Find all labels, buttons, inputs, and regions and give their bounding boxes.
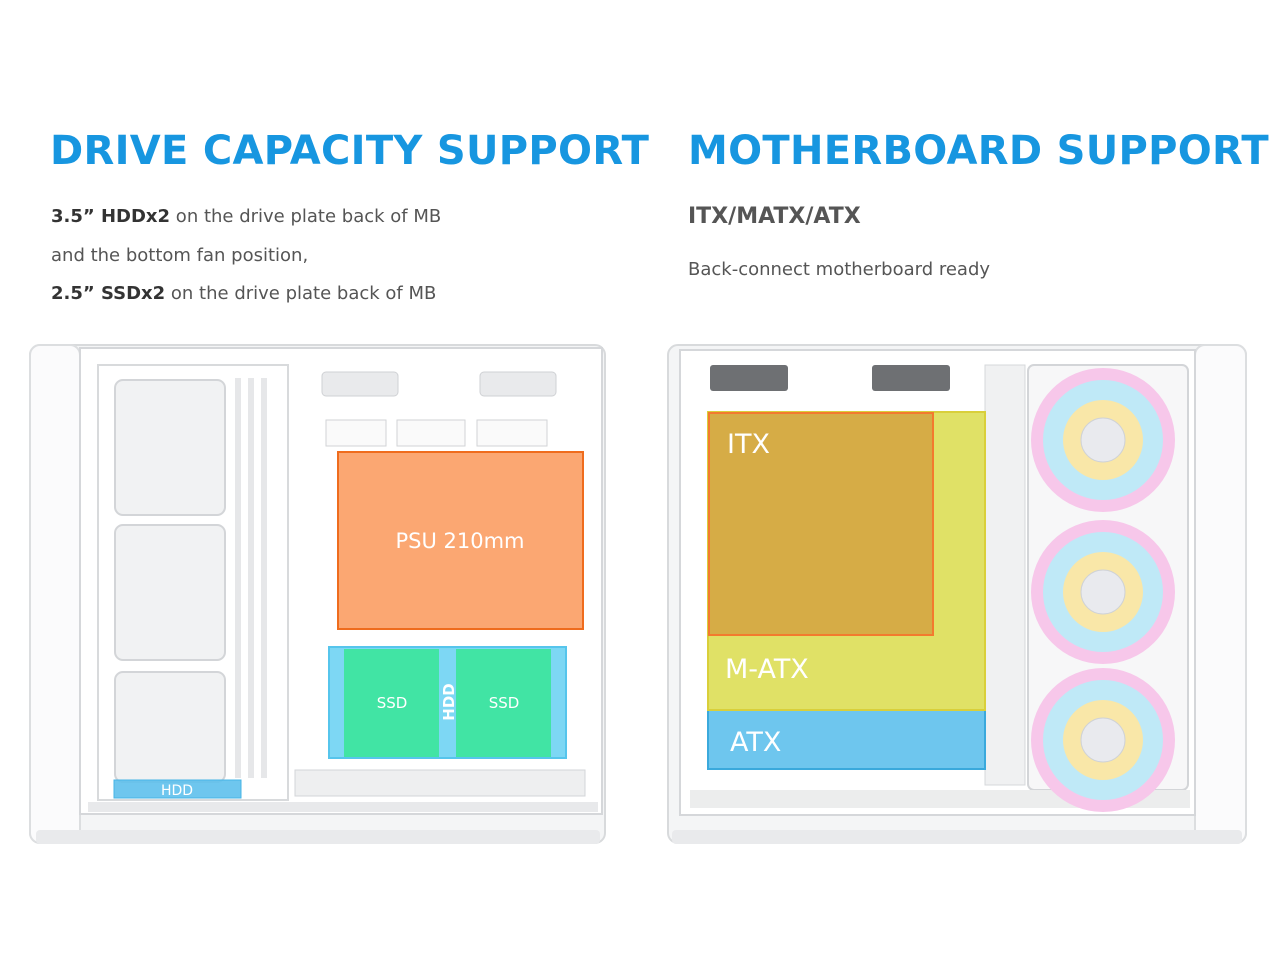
drive-line-1-bold: 3.5” HDDx2: [51, 206, 171, 227]
drive-line-2-rest: and the bottom fan position,: [51, 245, 309, 266]
drive-line-1: 3.5” HDDx2 on the drive plate back of MB: [51, 206, 441, 227]
ssd-1-label: SSD: [377, 694, 408, 712]
ssd-2-label: SSD: [489, 694, 520, 712]
psu-zone: [337, 451, 584, 630]
hdd-bottom-zone: [113, 779, 242, 799]
matx-label: M-ATX: [725, 654, 809, 685]
motherboard-support-heading: MOTHERBOARD SUPPORT: [688, 128, 1269, 174]
case-side-view-right: ITX M-ATX ATX: [667, 344, 1247, 844]
fan-top: [1031, 368, 1175, 512]
itx-label: ITX: [727, 429, 770, 460]
atx-label: ATX: [730, 727, 781, 758]
drive-line-3-rest: on the drive plate back of MB: [165, 283, 437, 304]
hdd-bottom-label: HDD: [161, 783, 193, 799]
fan-middle: [1031, 520, 1175, 664]
drive-capacity-heading: DRIVE CAPACITY SUPPORT: [50, 128, 650, 174]
fan-bottom: [1031, 668, 1175, 812]
motherboard-formats: ITX/MATX/ATX: [688, 204, 861, 229]
drive-line-3-bold: 2.5” SSDx2: [51, 283, 166, 304]
psu-label: PSU 210mm: [395, 529, 524, 553]
ssd-bay-1: [344, 649, 439, 757]
drive-line-1-rest: on the drive plate back of MB: [170, 206, 442, 227]
drive-line-3: 2.5” SSDx2 on the drive plate back of MB: [51, 283, 436, 304]
ssd-bay-2: [456, 649, 551, 757]
back-connect-description: Back-connect motherboard ready: [688, 259, 991, 280]
itx-zone: [708, 412, 934, 636]
hdd-vertical-label: HDD: [440, 683, 458, 720]
case-side-view-left: PSU 210mm SSD SSD HDD HDD: [29, 344, 606, 844]
drive-line-2: and the bottom fan position,: [51, 245, 308, 266]
